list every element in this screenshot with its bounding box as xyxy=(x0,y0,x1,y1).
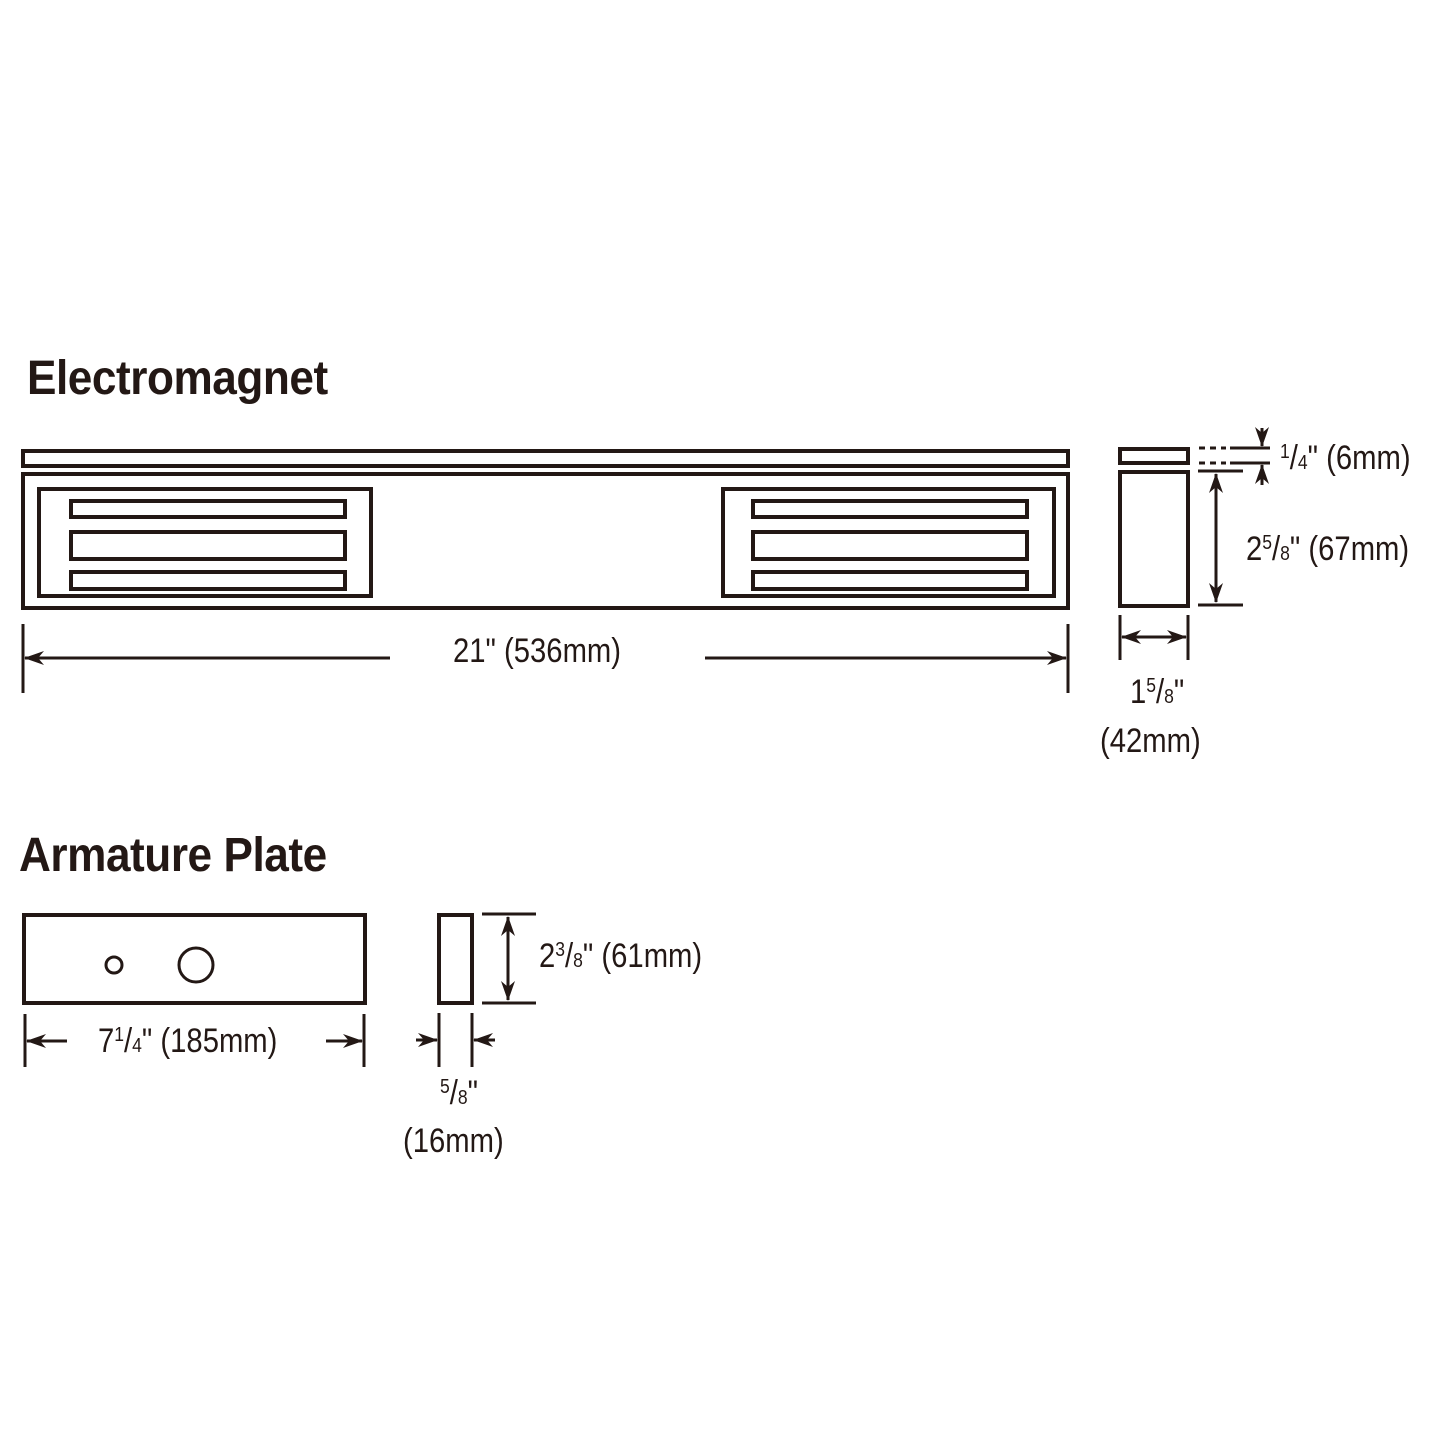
armature-length-label: 71/4" (185mm) xyxy=(98,1022,278,1060)
electromagnet-body xyxy=(21,472,1070,610)
electromagnet-mounting-plate xyxy=(21,449,1070,468)
armature-plate-title: Armature Plate xyxy=(19,829,327,882)
armature-thickness-label: 5/8" xyxy=(440,1074,479,1112)
armature-side-view xyxy=(437,913,474,1005)
armature-side-dimensions xyxy=(416,912,536,1067)
electromagnet-front-view xyxy=(21,449,1070,610)
armature-front-view xyxy=(22,913,367,1005)
electromagnet-right-coil-frame xyxy=(721,487,1056,598)
armature-small-hole xyxy=(104,955,124,975)
electromagnet-length-dimension xyxy=(21,624,1070,693)
electromagnet-title: Electromagnet xyxy=(27,352,328,405)
electromagnet-left-coil-frame xyxy=(37,487,373,598)
electromagnet-depth-metric: (42mm) xyxy=(1100,722,1201,760)
electromagnet-plate-thickness-label: 1/4" (6mm) xyxy=(1280,439,1411,477)
armature-length-dimension xyxy=(23,1014,366,1067)
electromagnet-side-view xyxy=(1118,447,1190,608)
electromagnet-side-dimensions xyxy=(1118,427,1270,660)
armature-height-label: 23/8" (61mm) xyxy=(539,937,703,975)
electromagnet-length-label: 21" (536mm) xyxy=(453,632,622,670)
electromagnet-depth-label: 15/8" xyxy=(1130,673,1185,711)
electromagnet-height-label: 25/8" (67mm) xyxy=(1246,530,1410,568)
armature-large-hole xyxy=(177,946,215,984)
armature-thickness-metric: (16mm) xyxy=(403,1122,504,1160)
